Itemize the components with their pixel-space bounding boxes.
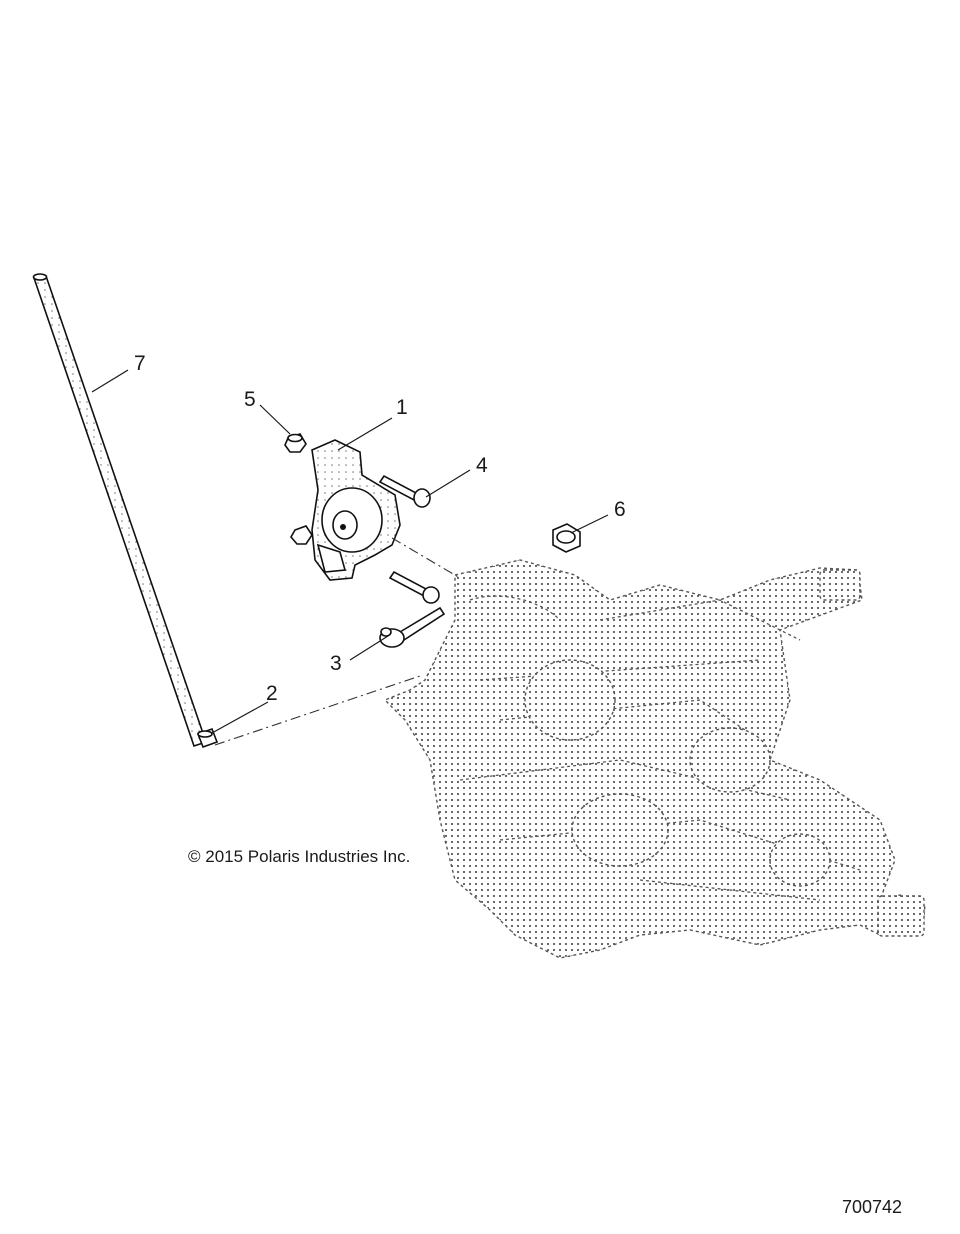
leader-2 (211, 701, 269, 734)
callout-3: 3 (330, 652, 342, 675)
part-1-housing (311, 439, 401, 581)
part-4-bolt (378, 474, 431, 508)
part-6-flange-nut (552, 523, 581, 553)
callout-7: 7 (134, 352, 146, 375)
part-bolt-secondary (388, 570, 440, 604)
assembly-line-rod (214, 675, 421, 746)
leader-5 (259, 404, 291, 435)
part-3-stud (379, 606, 446, 648)
leader-1 (337, 417, 393, 451)
callout-4: 4 (476, 454, 488, 477)
part-nut-secondary (290, 525, 313, 545)
figure-number: 700742 (842, 1197, 902, 1217)
assembly-line-housing (391, 537, 461, 579)
part-7-rod (32, 273, 208, 748)
part-5-nut (284, 433, 307, 453)
part-2-fitting (196, 727, 219, 749)
leader-4 (425, 469, 471, 498)
leader-3 (349, 635, 389, 661)
leader-6 (570, 514, 609, 534)
callout-1: 1 (396, 396, 408, 419)
phantom-transmission (383, 559, 926, 959)
callout-5: 5 (244, 388, 256, 411)
callout-2: 2 (266, 682, 278, 705)
leader-7 (91, 369, 129, 393)
callout-6: 6 (614, 498, 626, 521)
copyright-notice: © 2015 Polaris Industries Inc. (188, 847, 410, 866)
